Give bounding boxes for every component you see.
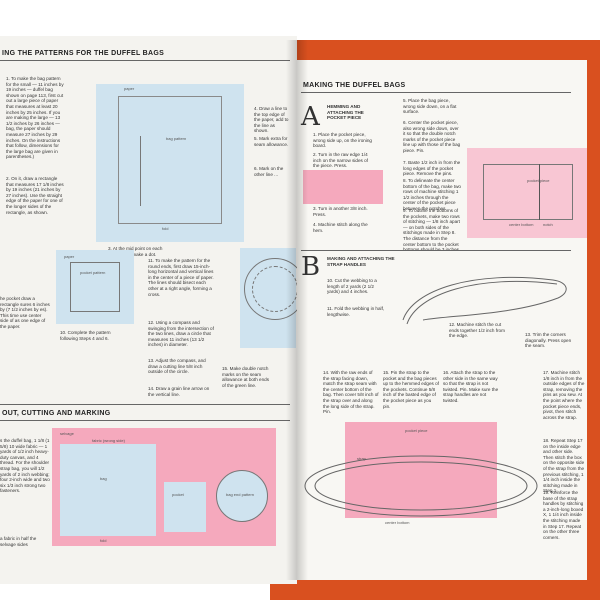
step-b15: 15. Pin the strap to the pocket and the …: [383, 370, 439, 409]
instruction-step-4: 4. Draw a line to the top edge of the pa…: [254, 106, 289, 134]
step-b19: 19. Reinforce the base of the strap hand…: [543, 490, 584, 540]
instruction-step-1: 1. To make the bag pattern for the small…: [6, 76, 64, 160]
instruction-step-15: 15. Make double notch marks on the seam …: [222, 366, 269, 388]
step-b12: 12. Machine stitch the cut ends together…: [449, 322, 505, 339]
selvage-label: selvage: [60, 431, 74, 436]
step-b17: 17. Machine stitch 1/8 inch in from the …: [543, 370, 585, 420]
header-rule-right: [301, 92, 571, 93]
section-rule-right: [301, 250, 571, 251]
pocket-pattern-label: pocket pattern: [80, 270, 106, 275]
step-b10: 10. Cut the webbing to a length of 2 yar…: [327, 278, 377, 295]
section-letter-b: B: [301, 252, 321, 282]
pocket-piece-label-2: pocket piece: [405, 428, 428, 433]
bag-piece-label: bag: [100, 476, 107, 481]
step-b11: 11. Fold the webbing in half, lengthwise…: [327, 306, 385, 317]
step-a8: 8. To delineate the center bottom of the…: [403, 178, 461, 211]
pocket-piece-label: pocket: [172, 492, 184, 497]
instruction-step-10: 10. Complete the pattern following Steps…: [60, 330, 111, 341]
center-bottom-label-2: center bottom: [385, 520, 410, 525]
step-a2: 2. Turn in the raw edge 1/4 inch on the …: [313, 152, 368, 169]
left-page-header: ING THE PATTERNS FOR THE DUFFEL BAGS: [2, 50, 165, 57]
grain-line-arrow: [140, 136, 141, 206]
strap-label: strap: [357, 456, 366, 461]
pocket-hem-diagram: [303, 170, 383, 204]
instruction-materials: s the duffel bag, 1 1/8 (1 5/8) 10 wide …: [0, 438, 50, 494]
right-page-header: MAKING THE DUFFEL BAGS: [303, 82, 406, 89]
subheading-b: MAKING AND ATTACHING THE STRAP HANDLES: [327, 256, 395, 267]
center-bottom-label: center bottom: [509, 222, 534, 227]
pocket-pattern-piece: [164, 482, 206, 532]
step-a9: 9. To outline the bottoms of the pockets…: [403, 208, 460, 252]
step-a7: 7. Baste 1/2 inch in from the long edges…: [403, 160, 461, 177]
strap-loop-over-bag: [304, 455, 538, 517]
paper-label: paper: [124, 86, 135, 91]
section-rule: [0, 404, 290, 405]
pocket-paper-label: paper: [64, 254, 75, 259]
center-bottom-line: [539, 164, 540, 220]
step-b16: 16. Attach the strap to the other side i…: [443, 370, 499, 403]
step-b18: 18. Repeat Step 17 on the inside edge an…: [543, 438, 585, 494]
subheading-a: HEMMING AND ATTACHING THE POCKET PIECE: [327, 104, 364, 121]
step-a4: 4. Machine stitch along the hem.: [313, 222, 368, 233]
round-end-seam-circle: [252, 266, 297, 312]
section-letter-a: A: [301, 102, 320, 132]
instruction-fold-fabric: a fabric in half the selvage sides: [0, 536, 37, 547]
strap-loop-drawing: [402, 276, 567, 325]
fold-label: fold: [162, 226, 169, 231]
right-page: MAKING THE DUFFEL BAGS A HEMMING AND ATT…: [297, 60, 587, 580]
step-b14: 14. With the raw ends of the strap facin…: [323, 370, 379, 415]
pocket-pattern-outline: [70, 262, 120, 312]
instruction-step-14: 14. Draw a grain line arrow on the verti…: [148, 386, 210, 397]
paper-diagram: [96, 84, 244, 242]
step-a1: 1. Place the pocket piece, wrong side up…: [313, 132, 372, 149]
fabric-label: fabric (wrong side): [92, 438, 125, 443]
round-end-circle: [244, 258, 297, 320]
fold-label-bottom: fold: [100, 538, 107, 543]
instruction-step-13: 13. Adjust the compass, and draw a cutti…: [148, 358, 206, 375]
step-a6: 6. Center the pocket piece, also wrong s…: [403, 120, 461, 153]
pocket-attach-diagram: [467, 148, 587, 238]
header-rule: [0, 60, 290, 61]
notch-label: notch: [543, 222, 553, 227]
instruction-step-2: 2. On it, draw a rectangle that measures…: [6, 176, 64, 215]
left-page: ING THE PATTERNS FOR THE DUFFEL BAGS 1. …: [0, 36, 297, 584]
section-rule-2: [0, 420, 290, 421]
instruction-step-5: 5. Mark extra for seam allowance.: [254, 136, 289, 147]
instruction-step-12: 12. Using a compass and swinging from th…: [148, 320, 214, 348]
bag-end-circle: [216, 470, 268, 522]
bag-pattern-piece: [60, 444, 156, 536]
pocket-piece-label: pocket piece: [527, 178, 550, 183]
book-gutter-shadow: [286, 40, 308, 580]
bag-pattern-label: bag pattern: [166, 136, 187, 141]
pocket-piece-outline: [483, 164, 573, 220]
step-b13: 13. Trim the corners diagonally. Press o…: [525, 332, 572, 349]
left-page-header-bottom: OUT, CUTTING AND MARKING: [2, 410, 111, 417]
step-a3: 3. Turn in another 3/8 inch. Press.: [313, 206, 368, 217]
bag-pattern-outline: [118, 96, 222, 224]
instruction-step-6: 6. Mark on the other line ...: [254, 166, 284, 177]
instruction-pocket: he pocket draw a rectangle sures 6 inche…: [0, 296, 50, 329]
bag-end-label: bag end pattern: [226, 492, 255, 497]
strap-attach-diagram: [345, 422, 497, 518]
instruction-step-11: 11. To make the pattern for the round en…: [148, 258, 214, 297]
step-a5: 5. Place the bag piece, wrong side down,…: [403, 98, 457, 115]
